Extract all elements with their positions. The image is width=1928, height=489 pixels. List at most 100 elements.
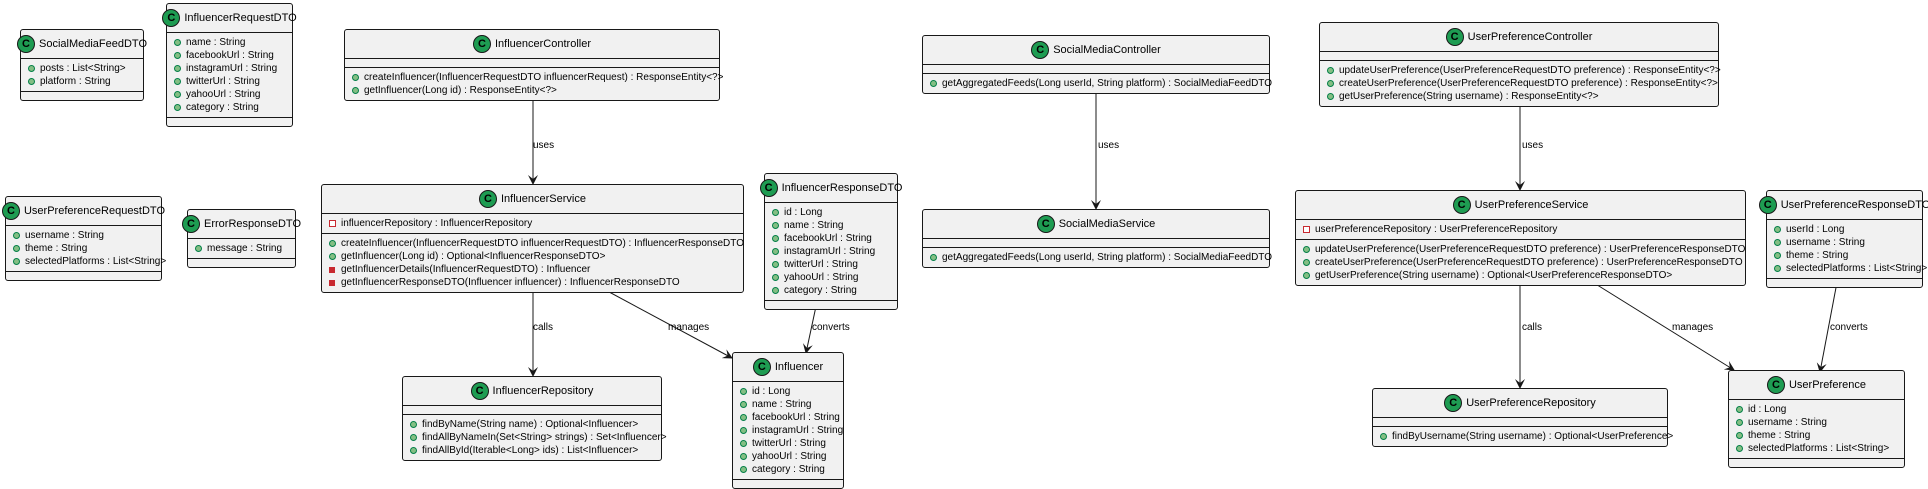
member-text: category : String xyxy=(752,464,825,475)
member-text: id : Long xyxy=(784,207,823,218)
public-visibility-icon xyxy=(739,401,747,408)
class-stereotype-icon: C xyxy=(1445,28,1464,46)
class-methods-section: updateUserPreference(UserPreferenceReque… xyxy=(1296,239,1745,285)
public-visibility-icon xyxy=(1326,93,1334,100)
class-methods-section: findByName(String name) : Optional<Influ… xyxy=(403,414,667,460)
member-text: category : String xyxy=(186,102,259,113)
public-visibility-icon xyxy=(1302,272,1310,279)
relation-manages-influencer: manages xyxy=(597,285,733,359)
relation-label: manages xyxy=(1672,322,1713,333)
class-field: userId : Long xyxy=(1767,223,1922,236)
class-name: InfluencerRepository xyxy=(492,385,594,397)
class-stereotype-icon: C xyxy=(1031,41,1050,59)
public-visibility-icon xyxy=(1379,433,1387,440)
class-field: theme : String xyxy=(1767,249,1922,262)
relation-label: uses xyxy=(1522,140,1543,151)
class-method: getInfluencer(Long id) : Optional<Influe… xyxy=(322,250,743,263)
member-text: selectedPlatforms : List<String> xyxy=(25,256,167,267)
class-method: getAggregatedFeeds(Long userId, String p… xyxy=(923,251,1272,264)
class-method: createUserPreference(UserPreferenceReque… xyxy=(1296,256,1745,269)
class-methods-section xyxy=(167,117,292,126)
class-methods-section xyxy=(1767,278,1922,287)
class-methods-section xyxy=(188,258,295,267)
class-stereotype-icon: C xyxy=(17,35,35,53)
class-field: facebookUrl : String xyxy=(733,411,843,424)
class-methods-section xyxy=(765,300,897,309)
class-stereotype-icon: C xyxy=(1036,215,1055,233)
class-methods-section: findByUsername(String username) : Option… xyxy=(1373,426,1673,446)
public-visibility-icon xyxy=(771,274,779,281)
member-text: name : String xyxy=(186,37,246,48)
class-methods-section: getAggregatedFeeds(Long userId, String p… xyxy=(923,73,1272,93)
public-visibility-icon xyxy=(739,414,747,421)
member-text: category : String xyxy=(784,285,857,296)
member-text: selectedPlatforms : List<String> xyxy=(1748,443,1890,454)
class-methods-section: getAggregatedFeeds(Long userId, String p… xyxy=(923,247,1272,267)
class-field: id : Long xyxy=(765,206,897,219)
public-visibility-icon xyxy=(771,261,779,268)
member-text: username : String xyxy=(25,230,104,241)
class-methods-section: updateUserPreference(UserPreferenceReque… xyxy=(1320,60,1721,106)
public-visibility-icon xyxy=(1773,252,1781,259)
class-fields-section xyxy=(1320,51,1718,60)
member-text: theme : String xyxy=(1786,250,1849,261)
member-text: getUserPreference(String username) : Res… xyxy=(1339,91,1599,102)
public-visibility-icon xyxy=(739,440,747,447)
class-field: selectedPlatforms : List<String> xyxy=(1767,262,1927,275)
relation-label: uses xyxy=(533,140,554,151)
member-text: id : Long xyxy=(752,386,791,397)
member-text: instagramUrl : String xyxy=(752,425,844,436)
class-field: theme : String xyxy=(1729,429,1904,442)
member-text: findByUsername(String username) : Option… xyxy=(1392,431,1674,442)
member-text: createInfluencer(InfluencerRequestDTO in… xyxy=(364,72,724,83)
member-text: createUserPreference(UserPreferenceReque… xyxy=(1315,257,1743,268)
class-stereotype-icon: C xyxy=(759,179,778,197)
class-name: ErrorResponseDTO xyxy=(204,218,301,230)
public-visibility-icon xyxy=(328,240,336,247)
class-field: name : String xyxy=(765,219,897,232)
member-text: facebookUrl : String xyxy=(186,50,274,61)
class-fields-section xyxy=(1373,417,1667,426)
class-methods-section xyxy=(733,479,843,488)
class-methods-section xyxy=(6,271,161,280)
class-name: UserPreferenceController xyxy=(1467,31,1593,43)
class-method: getAggregatedFeeds(Long userId, String p… xyxy=(923,77,1272,90)
class-method: updateUserPreference(UserPreferenceReque… xyxy=(1296,243,1745,256)
class-field: yahooUrl : String xyxy=(167,88,292,101)
member-text: username : String xyxy=(1786,237,1865,248)
member-text: userId : Long xyxy=(1786,224,1845,235)
member-text: updateUserPreference(UserPreferenceReque… xyxy=(1339,65,1721,76)
class-fields-section xyxy=(923,238,1269,247)
public-visibility-icon xyxy=(1735,432,1743,439)
relation-label: calls xyxy=(1522,322,1542,333)
public-visibility-icon xyxy=(351,87,359,94)
class-method: getUserPreference(String username) : Res… xyxy=(1320,90,1718,103)
member-text: createInfluencer(InfluencerRequestDTO in… xyxy=(341,238,744,249)
class-field: instagramUrl : String xyxy=(733,424,843,437)
class-name: InfluencerService xyxy=(501,193,586,205)
member-text: yahooUrl : String xyxy=(784,272,859,283)
class-fields-section: message : String xyxy=(188,238,295,258)
class-stereotype-icon: C xyxy=(752,358,771,376)
relation-label: converts xyxy=(1830,322,1868,333)
class-method: getInfluencerDetails(InfluencerRequestDT… xyxy=(322,263,743,276)
class-fields-section xyxy=(403,405,661,414)
member-text: name : String xyxy=(784,220,844,231)
public-visibility-icon xyxy=(1735,445,1743,452)
member-text: theme : String xyxy=(25,243,88,254)
public-visibility-icon xyxy=(409,434,417,441)
